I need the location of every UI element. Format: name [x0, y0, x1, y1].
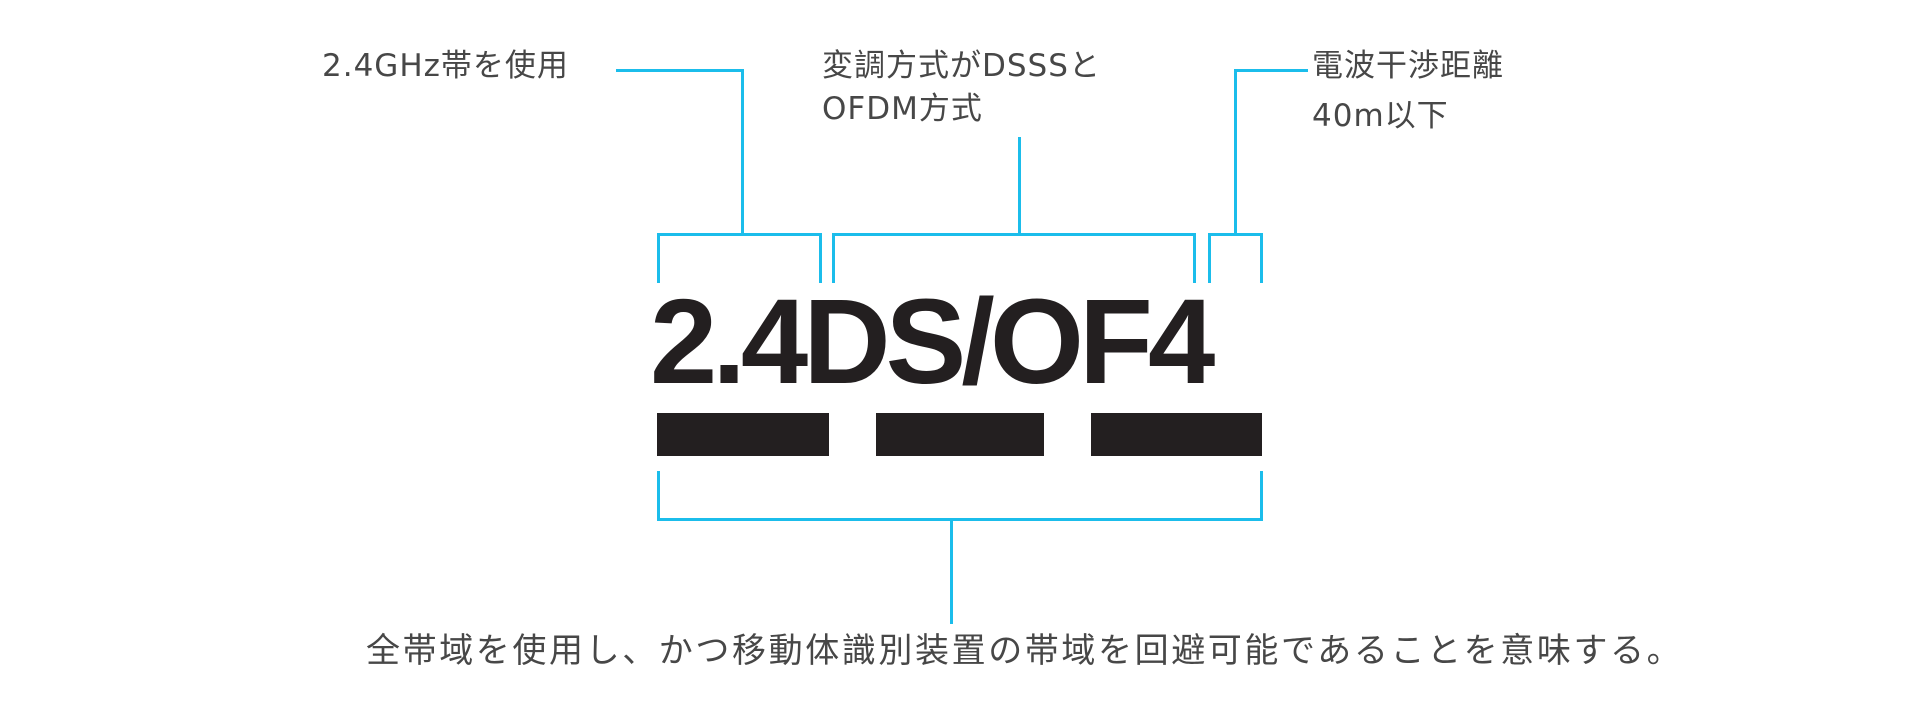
leader-interference-vertical — [1234, 69, 1237, 235]
bars-caption: 全帯域を使用し、かつ移動体識別装置の帯域を回避可能であることを意味する。 — [366, 631, 1684, 671]
bracket-modulation-top — [832, 233, 1196, 236]
label-interference-line-2: 40m以下 — [1312, 98, 1449, 134]
bracket-bars-left — [657, 471, 660, 521]
label-frequency-band: 2.4GHz帯を使用 — [322, 48, 569, 84]
bracket-frequency-left — [657, 233, 660, 283]
band-bar-2 — [876, 413, 1044, 456]
bracket-frequency-right — [819, 233, 822, 283]
label-modulation-line-1: 変調方式がDSSSと — [822, 48, 1101, 84]
leader-interference-horizontal — [1234, 69, 1308, 72]
bracket-modulation-left — [832, 233, 835, 283]
leader-modulation-vertical — [1018, 137, 1021, 235]
leader-caption-vertical — [950, 518, 953, 624]
leader-frequency-vertical — [741, 69, 744, 235]
bracket-interference-right — [1260, 233, 1263, 283]
bracket-frequency-top — [657, 233, 822, 236]
bracket-modulation-right — [1193, 233, 1196, 283]
band-bar-3 — [1091, 413, 1262, 456]
wireless-code-label: 2.4DS/OF4 — [650, 273, 1215, 409]
bracket-interference-left — [1208, 233, 1211, 283]
band-bar-1 — [657, 413, 829, 456]
bracket-interference-top — [1208, 233, 1263, 236]
label-interference-line-1: 電波干渉距離 — [1312, 48, 1504, 84]
leader-frequency-horizontal — [616, 69, 744, 72]
label-modulation-line-2: OFDM方式 — [822, 91, 983, 127]
bracket-bars-bottom — [657, 518, 1263, 521]
bracket-bars-right — [1260, 471, 1263, 521]
